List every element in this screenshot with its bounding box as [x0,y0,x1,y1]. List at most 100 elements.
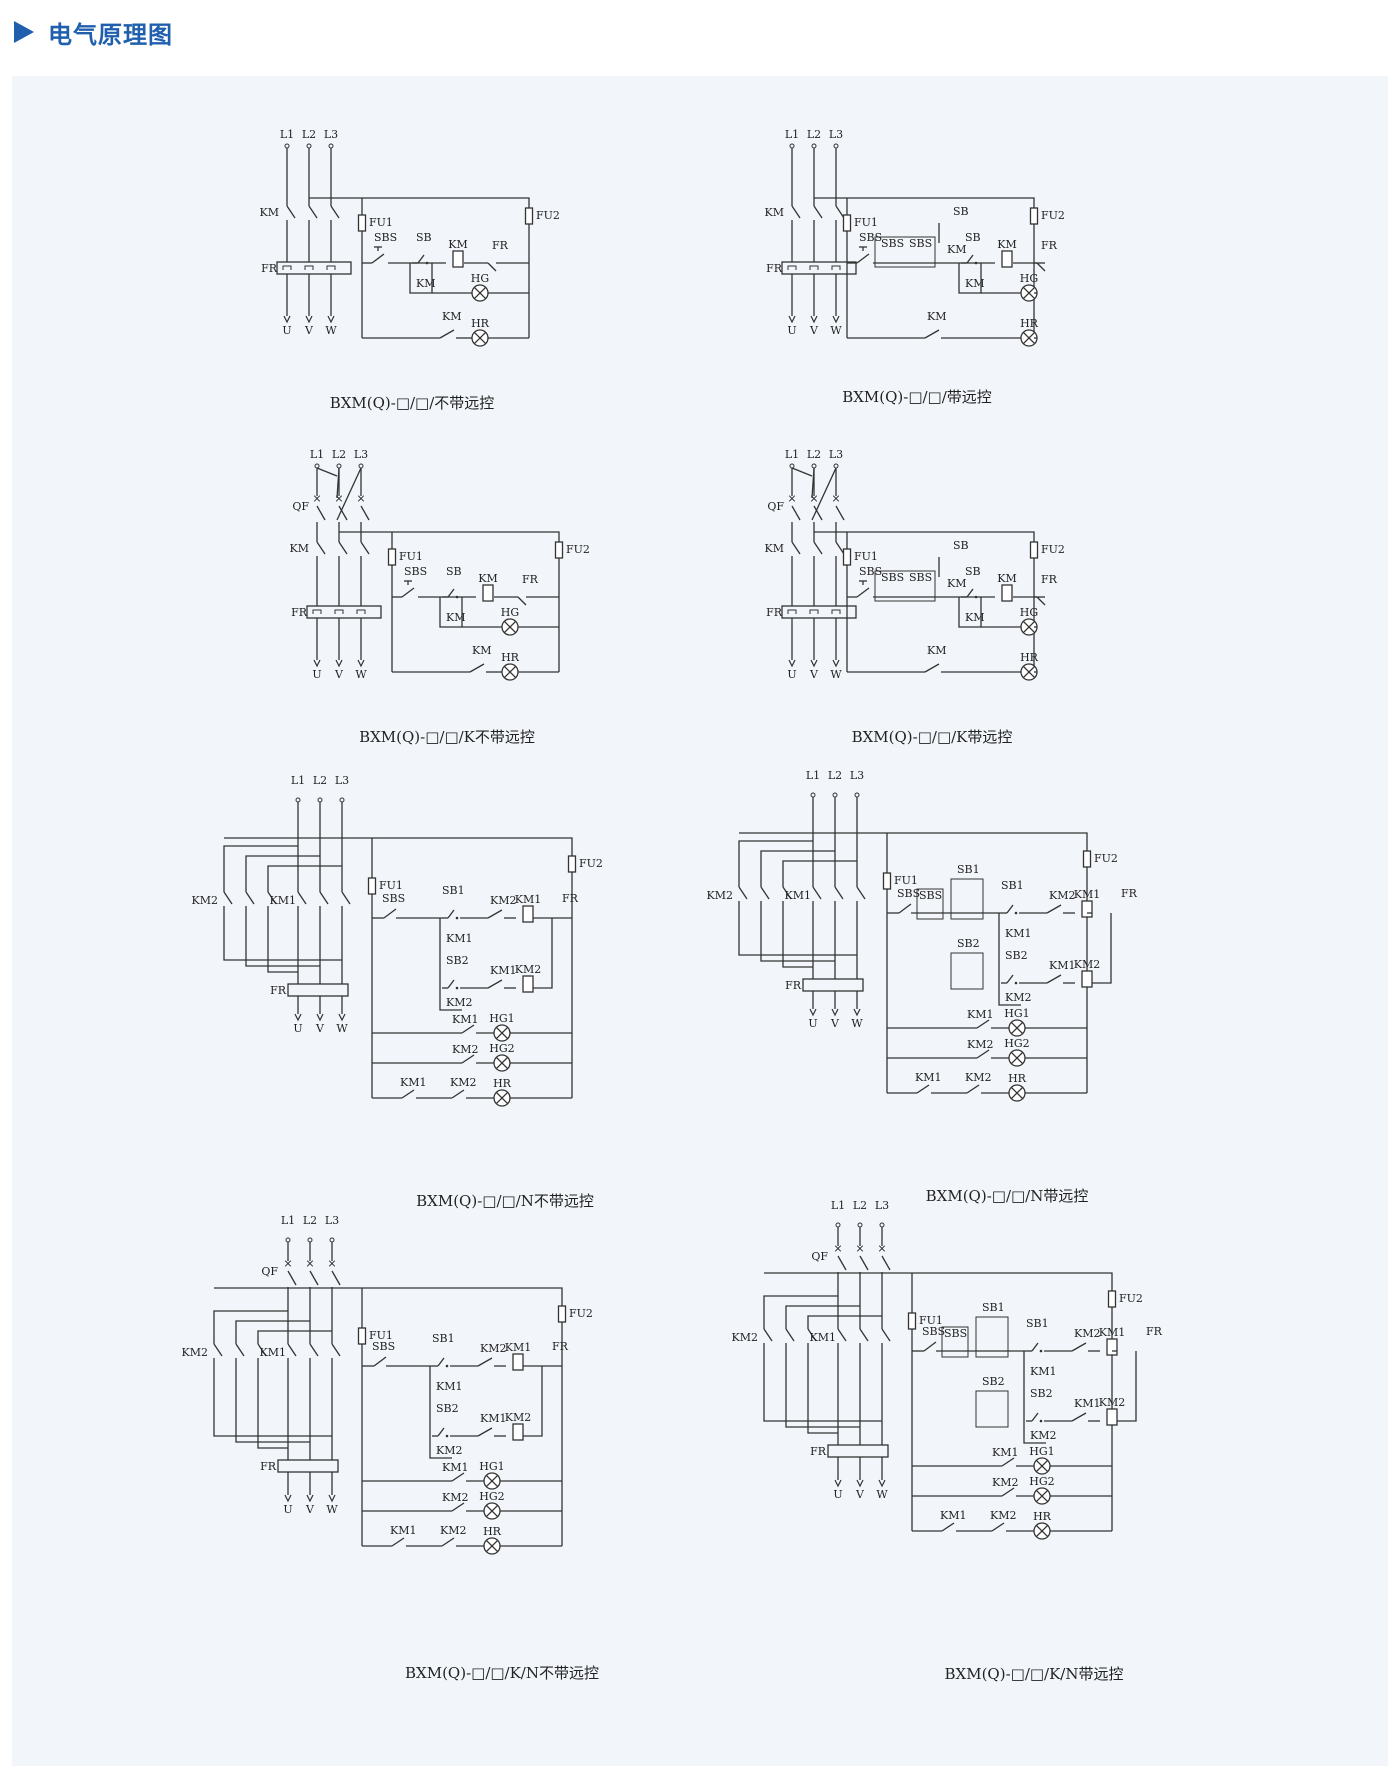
km1-label: KM1 [785,889,811,902]
wire [785,1305,860,1329]
fr-label: FR [261,262,278,275]
wire [859,1255,869,1271]
output-label-1: U [833,1488,842,1501]
fu2-fuse-label: FU2 [1094,852,1118,865]
output-arrow [328,1494,336,1503]
remote-box-sb1 [950,878,984,920]
wire [461,1054,475,1064]
wire [287,1270,297,1286]
wire [811,467,837,521]
output-label-2: V [809,668,819,681]
hr-lamp-label: HR [483,1525,502,1538]
km2-coil [512,1423,524,1441]
wire [976,1049,990,1059]
wire [477,1357,493,1367]
fu2-fuse [1082,850,1092,868]
output-label-1: U [283,1503,292,1516]
wire [309,1343,319,1357]
wire [487,979,503,989]
km1-hold-label: KM1 [446,932,472,945]
contact-terminal [445,1364,449,1368]
wire [1046,904,1062,914]
fu2-fuse-label: FU2 [1041,543,1065,556]
wire [856,587,870,598]
sbs-label: SBS [382,892,405,905]
wire [331,1270,341,1286]
wire [473,331,487,345]
terminal [284,143,290,149]
phase-label-3: L3 [829,128,843,141]
wire [1001,1487,1015,1497]
qf-cross: × [334,492,343,505]
wire [477,1427,493,1437]
remote-box [941,1326,969,1358]
km1-label: KM1 [270,894,296,907]
fu1-fuse-label: FU1 [919,1314,943,1327]
sb-label: SB [965,565,981,578]
wire [439,918,462,1011]
wire [739,832,1088,851]
fu1-fuse [357,1327,367,1345]
wire [447,979,455,989]
wire [814,531,1035,542]
phase-label-1: L1 [806,769,820,782]
fr-contact-label: FR [1146,1325,1163,1338]
output-arrow [327,315,335,324]
km2-hold-label: KM2 [446,996,472,1009]
wire [1036,596,1046,606]
wire [1022,286,1036,300]
hr-km2-label: KM2 [450,1076,476,1089]
km1-label: KM1 [260,1346,286,1359]
fr-contact-label: FR [492,239,509,252]
wire [991,1522,1005,1532]
wire [835,205,845,219]
km-hold-label: KM [947,577,966,590]
wire [785,1328,795,1342]
fu1-fuse [882,872,892,890]
thermal-element [334,609,344,614]
wire [763,1328,773,1342]
hr-km1-label: KM1 [390,1524,416,1537]
wire [309,197,530,208]
terminal [295,797,301,803]
wire [451,1472,465,1482]
terminal [832,792,838,798]
km-nc-label: KM [927,644,946,657]
fu1-fuse [842,214,852,232]
km2-coil-label: KM2 [1074,958,1100,971]
sb2-remote-label: SB2 [982,1375,1005,1388]
wire [1036,262,1046,272]
sb1-label: SB1 [1001,879,1024,892]
km-coil [452,250,464,268]
fu2-fuse-label: FU2 [569,1307,593,1320]
wire [813,541,823,555]
wire [287,1343,297,1357]
fu1-fuse [387,548,397,566]
km-nc-label: KM [927,310,946,323]
diagram-caption-4: BXM(Q)-□/□/K带远控 [851,728,1013,746]
contact-terminal [1039,1349,1043,1353]
output-arrow [316,1013,324,1022]
thermal-element [312,609,322,614]
wire [785,1343,860,1428]
wire [485,1539,499,1553]
output-arrow [313,659,321,668]
fr-contact-label: FR [1121,887,1138,900]
fr-contact-label: FR [1041,239,1058,252]
km-coil [1001,250,1013,268]
wire [916,1084,930,1094]
terminal [339,797,345,803]
terminal [854,792,860,798]
wire [451,1089,465,1099]
hg-lamp-label: HG [1020,606,1038,619]
section-header: 电气原理图 [14,16,173,49]
wire [764,1272,1113,1291]
km-coil [482,584,494,602]
wire [487,262,497,272]
wire [391,1537,405,1547]
wire [807,1315,882,1329]
wire [245,891,255,905]
phase-label-2: L2 [302,128,316,141]
km2-label: KM2 [707,889,733,902]
terminal [328,143,334,149]
